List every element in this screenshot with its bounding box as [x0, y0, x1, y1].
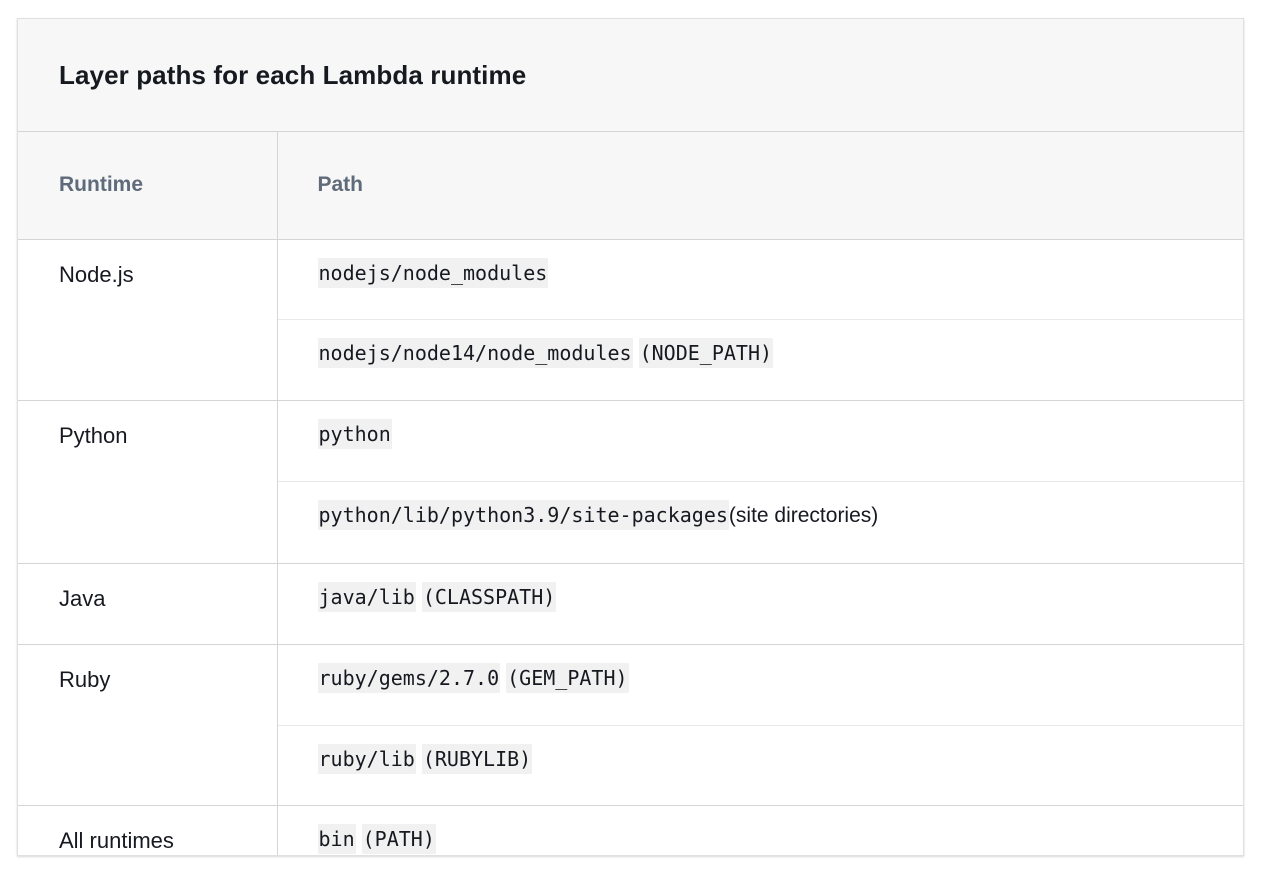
table-row: python/lib/python3.9/site-packages(site … [18, 481, 1243, 564]
table-row: nodejs/node14/node_modules(NODE_PATH) [18, 319, 1243, 402]
runtime-cell: Node.js [18, 239, 278, 402]
path-code: ruby/lib [317, 743, 416, 774]
env-var-label: (NODE_PATH) [638, 338, 774, 369]
layer-paths-table: Layer paths for each Lambda runtime Runt… [18, 19, 1243, 855]
path-cell: nodejs/node14/node_modules(NODE_PATH) [277, 319, 1243, 402]
env-var-label: (CLASSPATH) [421, 581, 557, 612]
table-caption: Layer paths for each Lambda runtime [18, 19, 1243, 132]
table-header: Runtime Path [18, 132, 1243, 240]
column-header-path: Path [277, 132, 1243, 240]
path-cell: nodejs/node_modules [277, 239, 1243, 321]
env-var-label: (PATH) [361, 824, 436, 855]
path-cell: ruby/lib(RUBYLIB) [277, 725, 1243, 807]
table-row: Python python [18, 400, 1243, 564]
table-row: Node.js nodejs/node_modules [18, 239, 1243, 402]
path-code: java/lib [317, 581, 416, 612]
path-code: bin [317, 824, 356, 855]
table-header-row: Runtime Path [18, 132, 1243, 240]
path-code: nodejs/node_modules [317, 257, 549, 288]
runtime-cell: Ruby [18, 644, 278, 807]
path-code: python [317, 419, 392, 450]
path-code: nodejs/node14/node_modules [317, 338, 633, 369]
path-cell: java/lib(CLASSPATH) [277, 563, 1243, 645]
env-var-label: (GEM_PATH) [506, 662, 629, 693]
path-cell: ruby/gems/2.7.0(GEM_PATH) [277, 644, 1243, 726]
runtime-cell: All runtimes [18, 805, 278, 855]
runtime-cell: Python [18, 400, 278, 564]
path-cell: bin(PATH) [277, 805, 1243, 855]
path-code: python/lib/python3.9/site-packages [317, 499, 729, 530]
env-var-label: (RUBYLIB) [421, 743, 533, 774]
path-code: ruby/gems/2.7.0 [317, 662, 501, 693]
table-body: Node.js nodejs/node_modules nodejs/node14/… [18, 239, 1243, 855]
column-header-runtime: Runtime [18, 132, 278, 240]
table-row: ruby/lib(RUBYLIB) [18, 725, 1243, 807]
path-cell: python/lib/python3.9/site-packages(site … [277, 481, 1243, 564]
layer-paths-table-container: Layer paths for each Lambda runtime Runt… [17, 18, 1244, 856]
runtime-cell: Java [18, 563, 278, 645]
path-note: (site directories) [728, 503, 879, 527]
path-cell: python [277, 400, 1243, 482]
